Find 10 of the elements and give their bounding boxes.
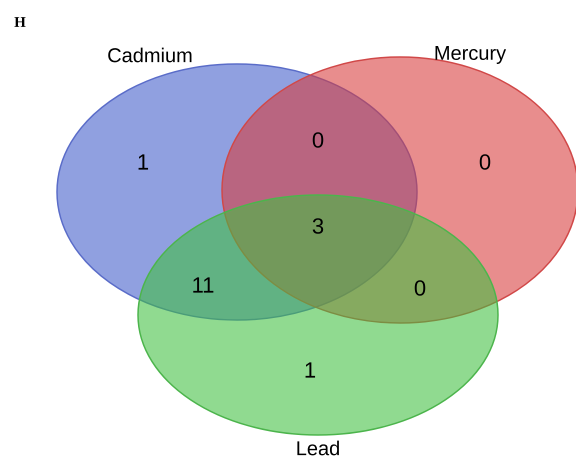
region-count: 1 (138, 154, 148, 170)
node-label: Lead (297, 440, 339, 456)
region-count: 0 (414, 280, 426, 296)
region-count: 3 (312, 218, 324, 234)
panel-letter: H (14, 17, 26, 27)
region-count: 0 (312, 132, 324, 148)
region-count: 11 (193, 277, 214, 293)
region-count: 1 (306, 362, 316, 378)
node-label: Cadmium (108, 48, 192, 62)
region-count: 0 (480, 154, 490, 170)
